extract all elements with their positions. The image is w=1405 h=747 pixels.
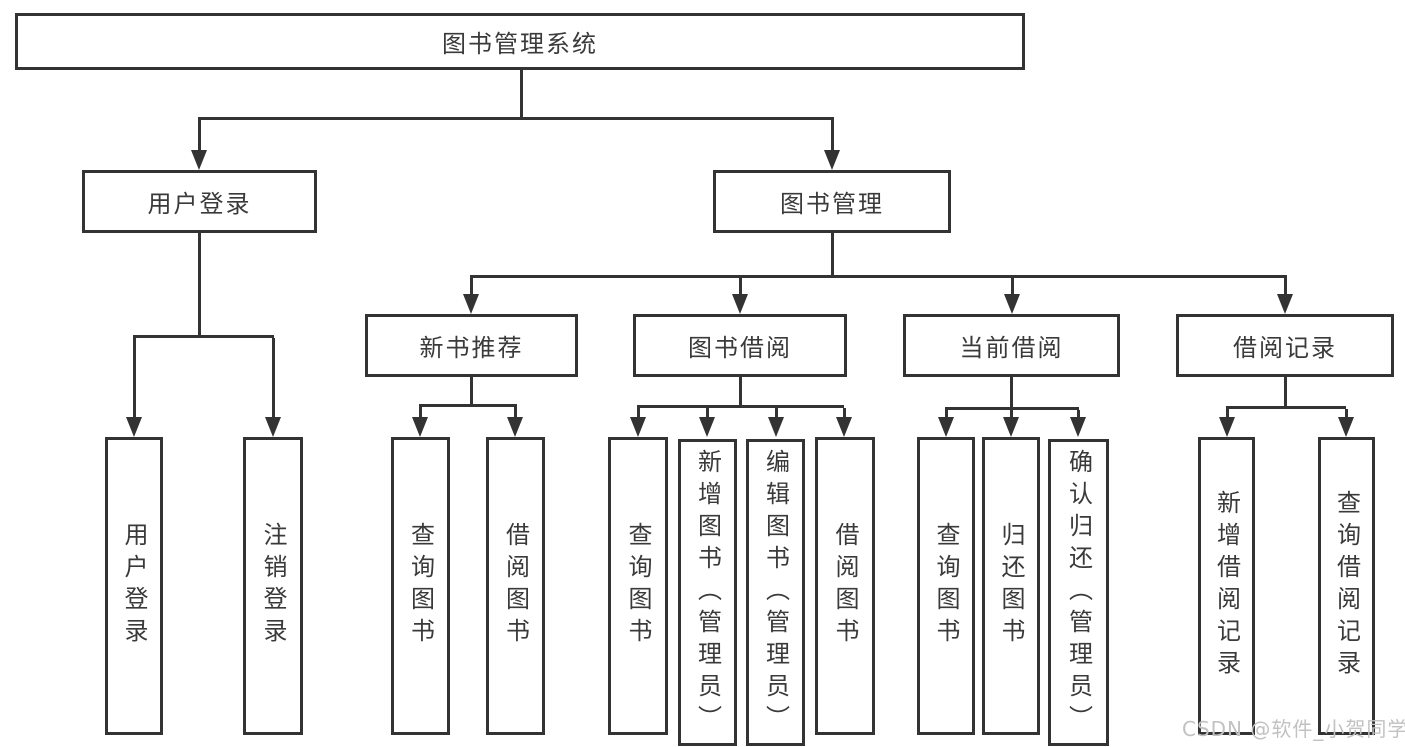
edge-vertical [514,407,517,417]
edge-vertical [706,408,709,417]
leaf-logout: 注销登录 [243,437,303,735]
edge-vertical [520,70,523,118]
node-root-label: 图书管理系统 [442,30,598,58]
arrowhead-down-icon [836,417,852,437]
arrowhead-down-icon [1070,417,1086,437]
edge-vertical [843,408,846,417]
watermark: CSDN @软件_小贺同学 [1182,717,1405,741]
arrowhead-down-icon [1003,417,1019,437]
edge-vertical [637,408,640,417]
node-book-borrow-label: 图书借阅 [688,334,792,362]
edge-vertical [133,338,136,417]
node-borrow-records: 借阅记录 [1176,314,1394,377]
edge-vertical [831,120,834,150]
leaf-add-book-admin-label: 新增图书（管理员） [693,448,722,737]
arrowhead-down-icon [768,417,784,437]
node-book-management-label: 图书管理 [780,190,884,218]
arrowhead-down-icon [265,417,281,437]
edge-horizontal [470,275,1287,278]
arrowhead-down-icon [463,294,479,314]
edge-vertical [198,233,201,337]
edge-vertical [1226,409,1229,417]
leaf-borrow-books-1: 借阅图书 [486,437,545,735]
leaf-return-book: 归还图书 [982,437,1040,735]
leaf-query-books-2: 查询图书 [608,437,668,735]
leaf-query-borrow-record-label: 查询借阅记录 [1332,490,1361,682]
edge-horizontal [198,117,834,120]
arrowhead-down-icon [732,294,748,314]
edge-vertical [1010,410,1013,417]
leaf-query-books-3-label: 查询图书 [932,522,960,650]
leaf-add-borrow-record: 新增借阅记录 [1198,437,1255,735]
arrowhead-down-icon [191,150,207,170]
leaf-query-books-1-label: 查询图书 [406,522,435,650]
arrowhead-down-icon [1277,294,1293,314]
node-borrow-records-label: 借阅记录 [1233,334,1337,362]
edge-horizontal [133,335,274,338]
edge-vertical [1077,410,1080,417]
edge-vertical [775,408,778,417]
node-new-book-recommend: 新书推荐 [365,314,578,377]
leaf-query-books-1: 查询图书 [391,437,450,735]
leaf-user-login: 用户登录 [105,437,163,735]
arrowhead-down-icon [126,417,142,437]
arrowhead-down-icon [1338,417,1354,437]
leaf-confirm-return-admin-label: 确认归还（管理员） [1064,448,1093,737]
edge-vertical [1284,278,1287,294]
arrowhead-down-icon [630,417,646,437]
leaf-add-borrow-record-label: 新增借阅记录 [1212,490,1241,682]
leaf-query-books-3: 查询图书 [917,437,975,735]
node-user-login-label: 用户登录 [147,190,252,218]
edge-vertical [831,233,834,277]
node-new-book-recommend-label: 新书推荐 [419,334,524,362]
edge-vertical [739,377,742,407]
leaf-edit-book-admin-label: 编辑图书（管理员） [761,448,790,737]
leaf-edit-book-admin: 编辑图书（管理员） [746,439,805,746]
edge-vertical [470,278,473,294]
arrowhead-down-icon [699,417,715,437]
leaf-borrow-books-1-label: 借阅图书 [501,522,530,650]
edge-vertical [1345,409,1348,417]
arrowhead-down-icon [507,417,523,437]
leaf-query-borrow-record: 查询借阅记录 [1318,437,1375,735]
edge-horizontal [1226,406,1346,409]
edge-vertical [272,338,275,417]
node-current-borrow-label: 当前借阅 [959,334,1064,362]
edge-horizontal [419,404,517,407]
node-book-management: 图书管理 [713,170,951,233]
leaf-query-books-2-label: 查询图书 [624,522,652,650]
edge-vertical [1011,278,1014,294]
edge-vertical [470,377,473,406]
arrowhead-down-icon [824,150,840,170]
leaf-add-book-admin: 新增图书（管理员） [678,439,737,746]
arrowhead-down-icon [1004,294,1020,314]
edge-vertical [739,278,742,294]
edge-vertical [419,407,422,417]
edge-vertical [1010,377,1013,409]
node-root: 图书管理系统 [15,13,1025,70]
node-user-login: 用户登录 [82,170,317,233]
edge-vertical [198,120,201,150]
edge-vertical [1284,377,1287,408]
edge-horizontal [945,407,1079,410]
leaf-borrow-books-2-label: 借阅图书 [831,522,859,650]
node-current-borrow: 当前借阅 [903,314,1120,377]
leaf-return-book-label: 归还图书 [997,522,1025,650]
edge-horizontal [637,405,844,408]
leaf-user-login-label: 用户登录 [120,522,148,650]
arrowhead-down-icon [1219,417,1235,437]
leaf-logout-label: 注销登录 [259,522,287,650]
arrowhead-down-icon [412,417,428,437]
leaf-borrow-books-2: 借阅图书 [815,437,875,735]
arrowhead-down-icon [938,417,954,437]
leaf-confirm-return-admin: 确认归还（管理员） [1048,439,1109,746]
node-book-borrow: 图书借阅 [633,314,847,377]
edge-vertical [945,410,948,417]
